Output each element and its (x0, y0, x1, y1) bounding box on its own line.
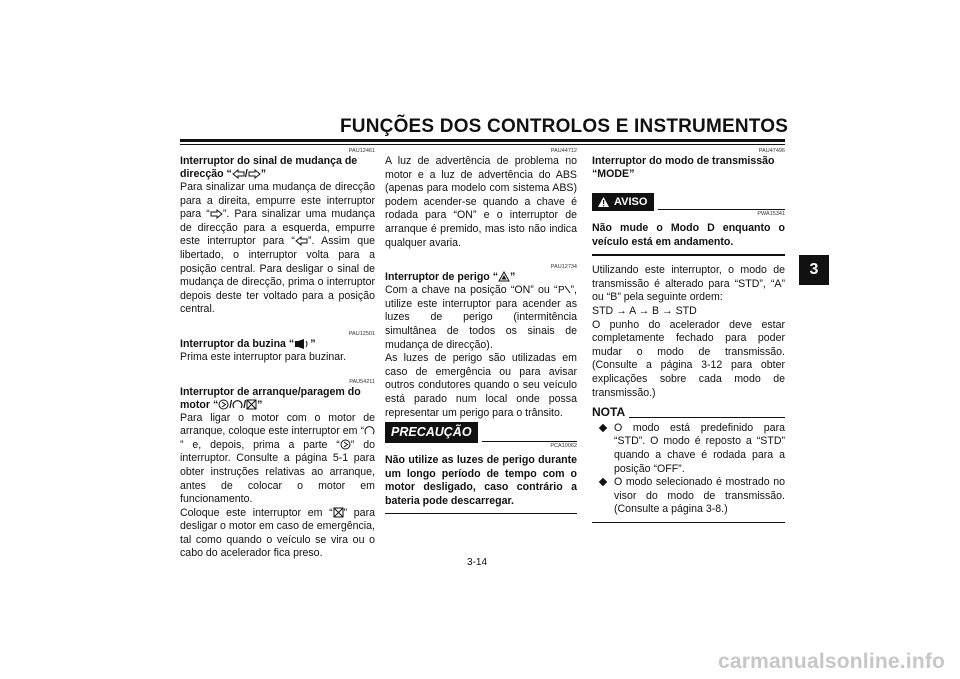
bullet-icon (598, 477, 608, 487)
section-code: PAU54211 (349, 378, 375, 385)
caution-rule (481, 441, 577, 443)
section-code: PAU12501 (348, 330, 375, 337)
start-icon (218, 399, 229, 410)
hazard-icon (498, 271, 510, 282)
column-1: PAU12461 Interruptor do sinal de mudança… (180, 148, 375, 561)
section-code: PCA10062 (550, 443, 577, 450)
start-icon (340, 439, 351, 450)
turn-right-icon (210, 209, 223, 220)
section-code: PAU12734 (550, 264, 577, 271)
nota-rule (629, 416, 785, 418)
caution-label: PRECAUÇÃO (385, 422, 478, 444)
nota-label: NOTA (592, 405, 626, 420)
column-3: PAU47496 Interruptor do modo de transmis… (592, 148, 785, 523)
chapter-tab: 3 (799, 255, 829, 285)
turn-left-icon (232, 169, 245, 179)
nota-banner: NOTA (592, 406, 785, 420)
caution-text: Não utilize as luzes de perigo durante u… (385, 454, 577, 507)
warning-rule (658, 209, 785, 210)
section-title-hazard: Interruptor de perigo “” (385, 271, 516, 284)
nota-end-rule (592, 521, 785, 523)
turn-left-icon (295, 236, 308, 247)
start-stop-text-2: Coloque este interruptor em “” para desl… (180, 506, 375, 560)
mode-text-2: O punho do acelerador deve estar complet… (592, 318, 785, 399)
caution-banner: PRECAUÇÃO (385, 422, 577, 444)
hazard-text: Com a chave na posição “ON” ou “P”, util… (385, 284, 577, 351)
caution-end-rule (385, 513, 577, 515)
turn-right-icon (248, 169, 261, 179)
section-code: PAU47496 (758, 148, 785, 154)
section-title-start-stop: Interruptor de arranque/paragem do motor… (180, 385, 361, 411)
parking-key-icon: P (558, 285, 570, 295)
bullet-icon (598, 423, 608, 432)
start-stop-text: Para ligar o motor com o motor de arranq… (180, 411, 375, 506)
header-rule (180, 139, 785, 142)
horn-text: Prima este interruptor para buzinar. (180, 350, 347, 363)
page-title: FUNÇÕES DOS CONTROLOS E INSTRUMENTOS (340, 116, 789, 137)
svg-text:P: P (558, 285, 565, 295)
hazard-text-2: As luzes de perigo são utilizadas em cas… (385, 352, 577, 419)
warning-end-rule (592, 254, 785, 257)
list-item: O modo está predefinido para “STD”. O mo… (592, 422, 785, 476)
mode-sequence: STD → A → B → STD (592, 304, 697, 317)
warning-text: Não mude o Modo D enquanto o veículo est… (592, 222, 785, 248)
section-title-mode: Interruptor do modo de transmissão “MODE… (592, 155, 775, 180)
warning-triangle-icon (598, 197, 609, 207)
section-title-turn-signal: Interruptor do sinal de mudança de direc… (180, 155, 358, 180)
turn-signal-text: Para sinalizar uma mudança de direcção p… (180, 181, 375, 316)
warning-label: AVISO (592, 193, 655, 211)
engine-stop-icon (333, 507, 344, 518)
column-2: PAU44712 A luz de advertência de problem… (385, 148, 577, 515)
mode-text: Utilizando este interruptor, o modo de t… (592, 264, 785, 304)
list-item: O modo selecionado é mostrado no visor d… (592, 476, 785, 517)
section-code: PAU12461 (348, 148, 375, 154)
warning-light-text: A luz de advertência de problema no moto… (385, 155, 577, 249)
engine-run-icon (364, 426, 375, 435)
section-code: PAU44712 (550, 148, 577, 154)
page-number: 3-14 (467, 557, 488, 568)
header-rule-thin (180, 144, 785, 145)
warning-banner: AVISO (592, 193, 785, 211)
engine-stop-icon (246, 399, 257, 410)
section-title-horn: Interruptor da buzina “” (180, 337, 316, 350)
horn-icon (295, 338, 308, 349)
watermark: carmanualsonline.info (718, 650, 946, 673)
engine-run-icon (232, 399, 243, 408)
nota-list: O modo está predefinido para “STD”. O mo… (592, 422, 785, 517)
section-code: PWA15341 (757, 211, 785, 217)
